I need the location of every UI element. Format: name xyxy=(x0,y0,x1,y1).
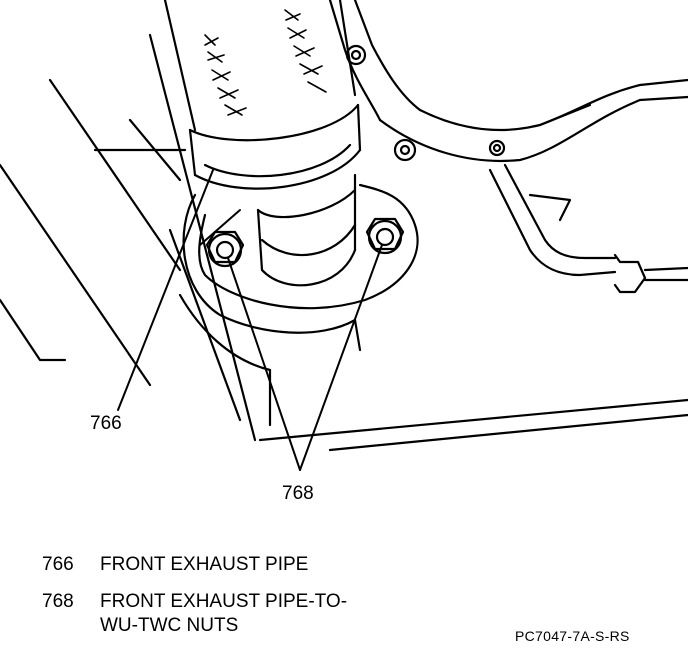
upper-bracket xyxy=(328,0,688,163)
floor-edge xyxy=(258,398,688,452)
legend-description: FRONT EXHAUST PIPE xyxy=(100,554,309,575)
legend-number: 766 xyxy=(42,554,74,575)
legend-description-line2: WU-TWC NUTS xyxy=(100,615,239,636)
pipe-hatch-marks xyxy=(204,9,327,116)
figure-code: PC7047-7A-S-RS xyxy=(515,628,630,644)
legend-item-768: 768 FRONT EXHAUST PIPE-TO- WU-TWC NUTS xyxy=(42,590,347,638)
legend-description-line1: FRONT EXHAUST PIPE-TO- xyxy=(100,591,348,612)
front-exhaust-pipe xyxy=(163,0,362,287)
callout-766: 766 xyxy=(90,413,122,434)
leader-766 xyxy=(117,169,241,411)
left-nut xyxy=(205,230,245,268)
body-panel-lines xyxy=(0,33,257,442)
callout-768: 768 xyxy=(282,483,314,504)
legend-number: 768 xyxy=(42,591,74,612)
right-hose xyxy=(488,163,688,294)
converter-flange xyxy=(178,183,419,427)
legend-description: FRONT EXHAUST PIPE-TO- WU-TWC NUTS xyxy=(100,590,347,638)
leader-768 xyxy=(227,244,383,471)
legend-item-766: 766 FRONT EXHAUST PIPE xyxy=(42,553,308,577)
right-nut xyxy=(365,217,405,255)
